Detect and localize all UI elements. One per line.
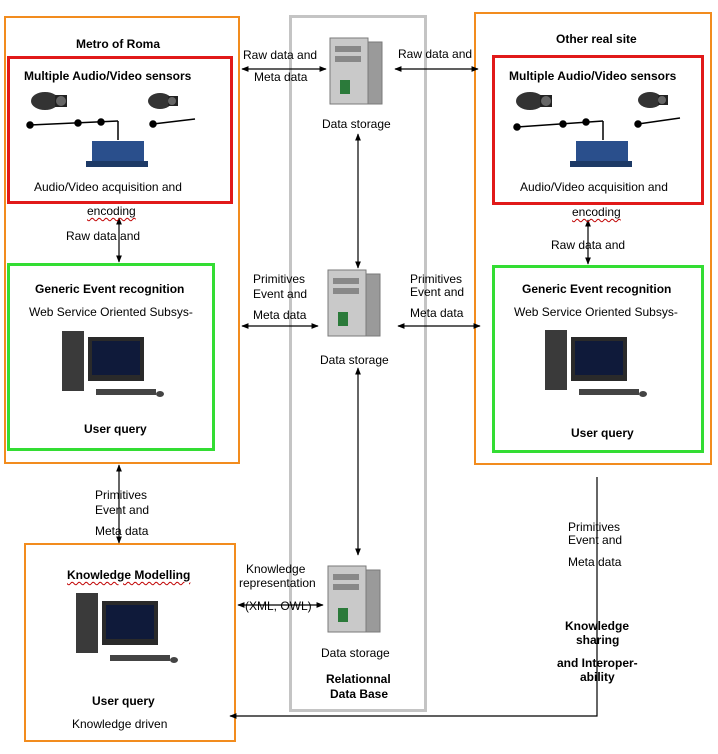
left-sensors-title: Multiple Audio/Video sensors	[24, 69, 192, 83]
km-title: Knowledge Modelling	[67, 568, 191, 582]
prim-left-3: Meta data	[253, 308, 307, 322]
br-prim-2: Event and	[568, 533, 623, 547]
bl-prim-1: Primitives	[95, 488, 148, 502]
br-prim-1: Primitives	[568, 520, 621, 534]
right-acq-line2: encoding	[572, 205, 621, 219]
right-site-title: Other real site	[556, 32, 637, 46]
kr-line2: representation	[239, 576, 316, 590]
raw-left-2: Meta data	[254, 70, 308, 84]
bl-prim-3: Meta data	[95, 524, 149, 538]
left-acq-line2: encoding	[87, 204, 136, 218]
db-label-1: Relationnal	[326, 672, 391, 686]
right-user-query: User query	[571, 426, 634, 440]
raw-left-1: Raw data and	[243, 48, 318, 62]
left-acq-line1: Audio/Video acquisition and	[34, 180, 182, 194]
ks-line1: Knowledge	[565, 619, 630, 633]
storage-label-2: Data storage	[320, 353, 389, 367]
right-event-sub: Web Service Oriented Subsys-	[514, 305, 678, 319]
br-prim-3: Meta data	[568, 555, 622, 569]
left-workstation	[62, 331, 164, 397]
right-cameras	[516, 92, 668, 110]
right-raw-label: Raw data and	[551, 238, 626, 252]
km-workstation	[76, 593, 178, 663]
metro-roma-frame	[4, 16, 240, 464]
bl-prim-2: Event and	[95, 503, 150, 517]
right-encoder	[570, 141, 632, 167]
km-user-query: User query	[92, 694, 155, 708]
left-site-title: Metro of Roma	[76, 37, 160, 51]
kr-line3: (XML, OWL)	[245, 599, 312, 613]
storage-label-1: Data storage	[322, 117, 391, 131]
right-sensors-box	[492, 55, 704, 205]
kr-line1: Knowledge	[246, 562, 306, 576]
left-event-box	[7, 263, 215, 451]
server-1	[329, 37, 383, 105]
prim-right-3: Meta data	[410, 306, 464, 320]
km-driven: Knowledge driven	[72, 717, 168, 731]
prim-right-2: Event and	[410, 285, 465, 299]
ks-line3: and Interoper-	[557, 656, 638, 670]
prim-left-2: Event and	[253, 287, 308, 301]
left-encoder	[86, 141, 148, 167]
server-3	[327, 565, 381, 633]
knowledge-modelling-frame	[24, 543, 236, 742]
db-label-2: Data Base	[330, 687, 389, 701]
server-2	[327, 269, 381, 337]
right-event-box	[492, 265, 704, 453]
arrow-right-to-km	[229, 477, 598, 719]
other-site-frame	[474, 12, 712, 465]
storage-label-3: Data storage	[321, 646, 390, 660]
relational-db-frame	[289, 15, 427, 712]
left-sensors-box	[7, 56, 233, 204]
left-raw-label: Raw data and	[66, 229, 141, 243]
ks-line2: sharing	[576, 633, 620, 647]
left-user-query: User query	[84, 422, 147, 436]
right-sensors-title: Multiple Audio/Video sensors	[509, 69, 677, 83]
left-event-sub: Web Service Oriented Subsys-	[29, 305, 193, 319]
prim-right-1: Primitives	[410, 272, 463, 286]
left-cameras	[31, 92, 178, 110]
prim-left-1: Primitives	[253, 272, 306, 286]
right-acq-line1: Audio/Video acquisition and	[520, 180, 668, 194]
raw-right: Raw data and	[398, 47, 473, 61]
ks-line4: ability	[580, 670, 615, 684]
left-event-title: Generic Event recognition	[35, 282, 185, 296]
right-workstation	[545, 330, 647, 397]
right-event-title: Generic Event recognition	[522, 282, 672, 296]
